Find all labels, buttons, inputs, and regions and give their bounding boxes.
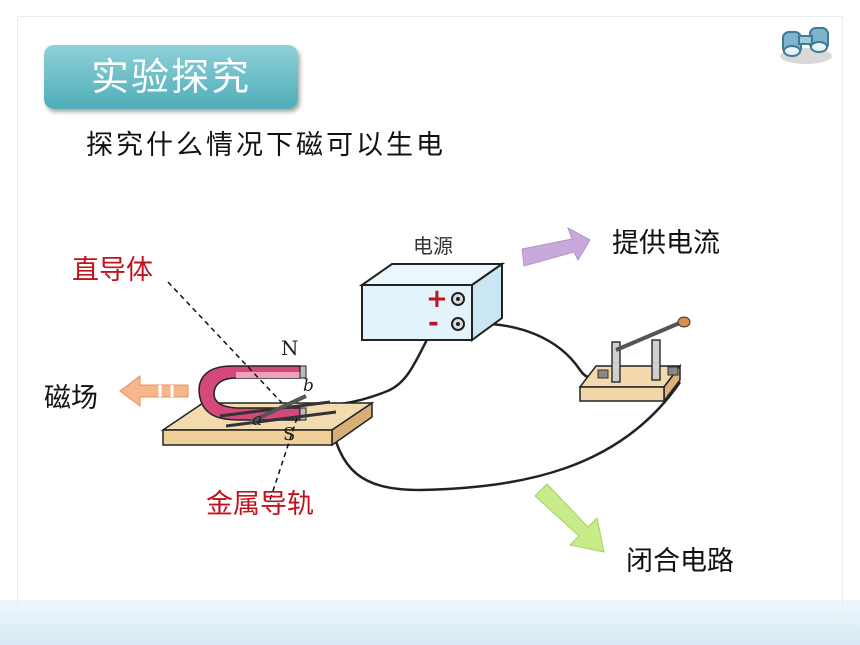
closed-circuit-label: 闭合电路: [626, 546, 734, 577]
provide-current-arrow: [521, 226, 591, 267]
straight-conductor-label: 直导体: [72, 255, 153, 286]
slide-frame: [17, 16, 843, 630]
north-pole-label: N: [281, 336, 299, 360]
magnetic-field-label: 磁场: [44, 383, 98, 414]
south-pole-label: S: [283, 424, 296, 445]
metal-rail-label: 金属导轨: [206, 489, 314, 520]
point-a-label: a: [252, 410, 263, 430]
switch: [578, 316, 691, 404]
metal-rails: [219, 394, 337, 428]
closed-circuit-arrow: [534, 483, 605, 553]
slide-subtitle: 探究什么情况下磁可以生电: [86, 130, 446, 161]
point-b-label: b: [303, 376, 314, 396]
pointer-lines: [167, 281, 298, 501]
magnetic-field-arrow: [119, 375, 189, 407]
provide-current-label: 提供电流: [612, 228, 720, 259]
binoculars-icon: [780, 27, 832, 64]
section-badge: 实验探究: [44, 45, 298, 109]
plus-terminal-label: +: [426, 284, 448, 314]
background-band: [0, 600, 860, 645]
power-source-label: 电源: [413, 234, 453, 258]
power-source: [358, 262, 506, 342]
horseshoe-magnet: [198, 365, 307, 421]
minus-terminal-label: -: [428, 308, 439, 338]
